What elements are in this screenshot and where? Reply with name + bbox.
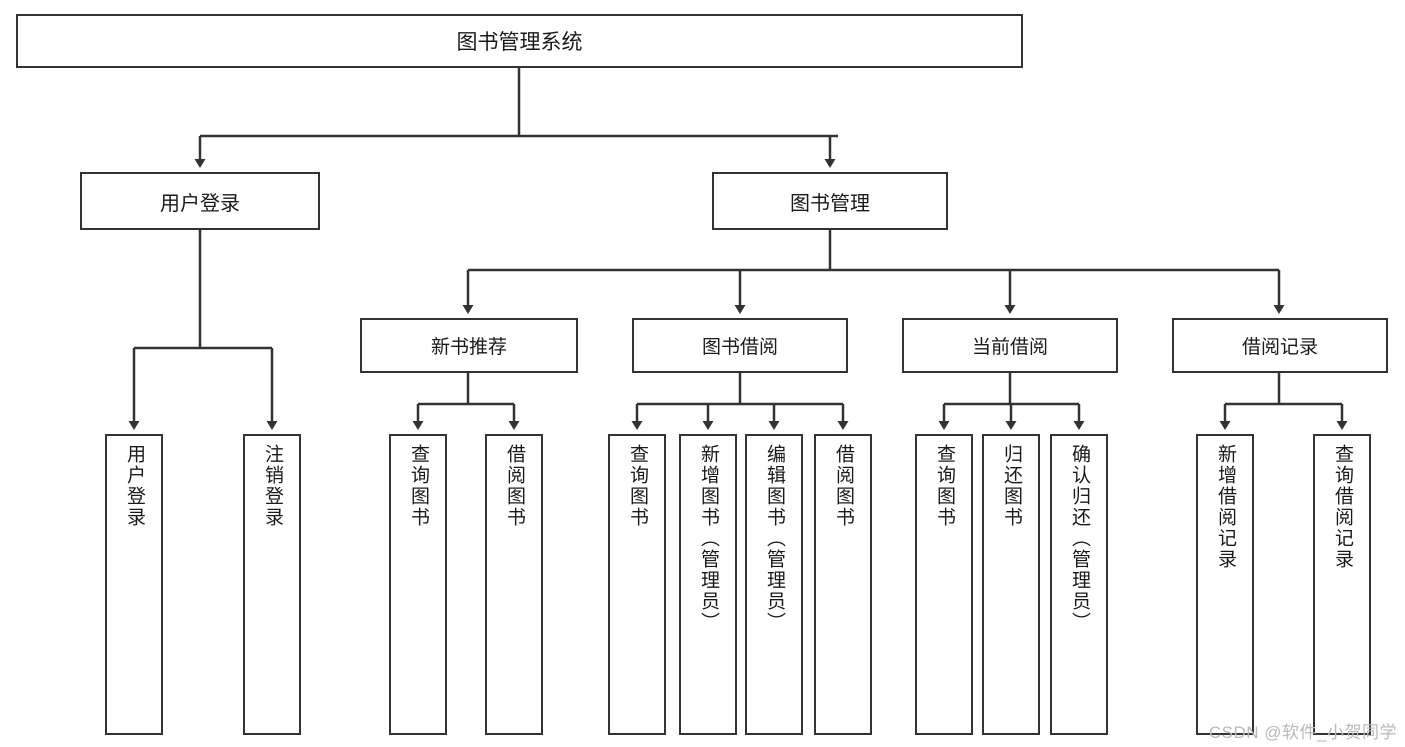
node-book-borrow[interactable]: 图书借阅 [632, 318, 848, 373]
leaf-query-book-1-label: 查询图书 [407, 444, 429, 528]
leaf-query-book-2-label: 查询图书 [626, 444, 648, 528]
leaf-query-book-3-label: 查询图书 [933, 444, 955, 528]
leaf-add-book-label: 新增图书（管理员） [697, 444, 719, 633]
leaf-query-book-2[interactable]: 查询图书 [608, 434, 666, 735]
node-user-login-label: 用户登录 [160, 192, 240, 215]
node-book-manage[interactable]: 图书管理 [712, 172, 948, 230]
leaf-confirm-return[interactable]: 确认归还（管理员） [1050, 434, 1108, 735]
leaf-return-book[interactable]: 归还图书 [982, 434, 1040, 735]
node-root[interactable]: 图书管理系统 [16, 14, 1023, 68]
leaf-add-book[interactable]: 新增图书（管理员） [679, 434, 737, 735]
leaf-edit-book-label: 编辑图书（管理员） [763, 444, 785, 633]
leaf-user-logout[interactable]: 注销登录 [243, 434, 301, 735]
leaf-query-record[interactable]: 查询借阅记录 [1313, 434, 1371, 735]
leaf-borrow-book-2[interactable]: 借阅图书 [814, 434, 872, 735]
node-user-login[interactable]: 用户登录 [80, 172, 320, 230]
leaf-query-book-1[interactable]: 查询图书 [389, 434, 447, 735]
leaf-borrow-book-1[interactable]: 借阅图书 [485, 434, 543, 735]
leaf-edit-book[interactable]: 编辑图书（管理员） [745, 434, 803, 735]
leaf-confirm-return-label: 确认归还（管理员） [1068, 444, 1090, 633]
node-current-borrow[interactable]: 当前借阅 [902, 318, 1118, 373]
watermark: CSDN @软件_小贺同学 [1208, 723, 1397, 742]
leaf-add-record-label: 新增借阅记录 [1214, 444, 1236, 570]
node-book-manage-label: 图书管理 [790, 192, 870, 215]
node-new-book-rec-label: 新书推荐 [430, 337, 507, 358]
node-borrow-record-label: 借阅记录 [1241, 337, 1318, 358]
leaf-user-login-label: 用户登录 [123, 444, 145, 528]
leaf-user-logout-label: 注销登录 [261, 444, 283, 528]
leaf-borrow-book-1-label: 借阅图书 [503, 444, 525, 528]
node-root-label: 图书管理系统 [456, 31, 583, 54]
leaf-query-record-label: 查询借阅记录 [1331, 444, 1353, 570]
leaf-return-book-label: 归还图书 [1000, 444, 1022, 528]
leaf-add-record[interactable]: 新增借阅记录 [1196, 434, 1254, 735]
leaf-user-login[interactable]: 用户登录 [105, 434, 163, 735]
node-new-book-rec[interactable]: 新书推荐 [360, 318, 578, 373]
node-current-borrow-label: 当前借阅 [971, 337, 1048, 358]
leaf-query-book-3[interactable]: 查询图书 [915, 434, 973, 735]
node-borrow-record[interactable]: 借阅记录 [1172, 318, 1388, 373]
node-book-borrow-label: 图书借阅 [701, 337, 778, 358]
leaf-borrow-book-2-label: 借阅图书 [832, 444, 854, 528]
